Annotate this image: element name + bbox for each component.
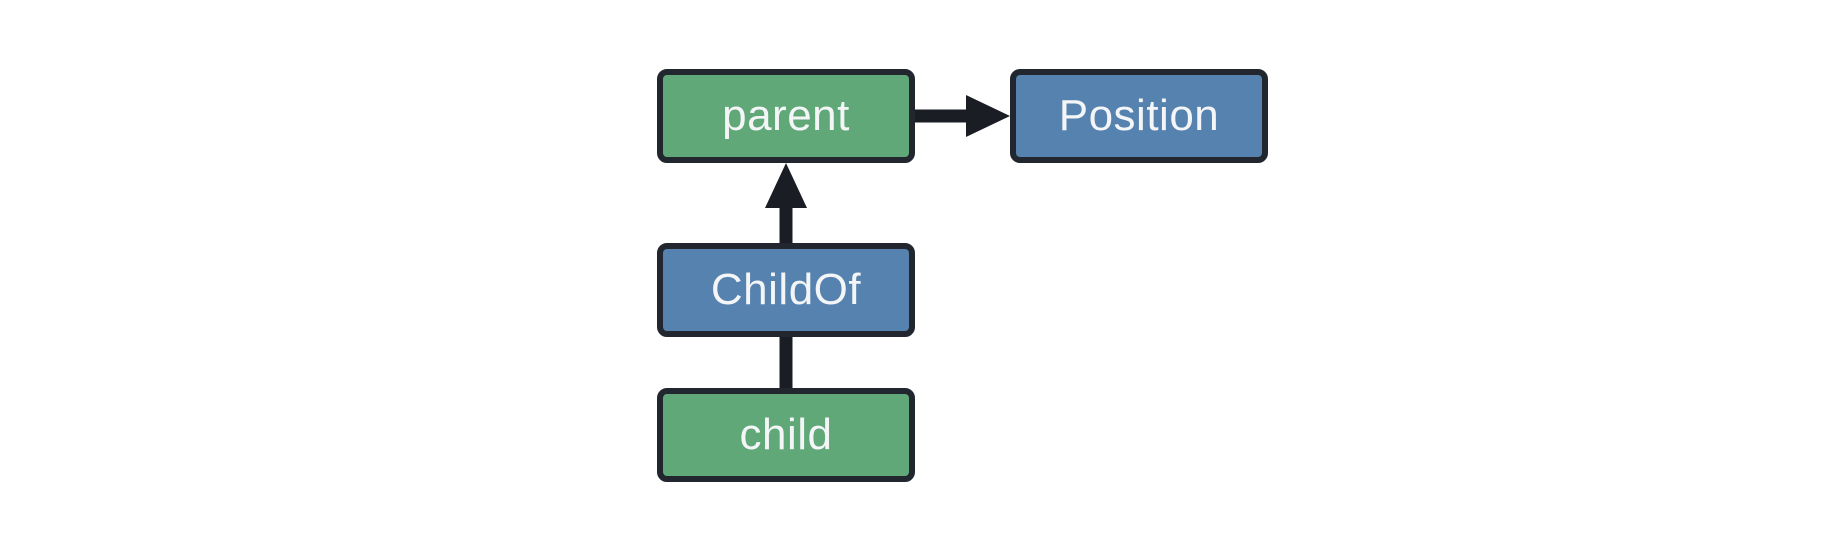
node-position: Position (1010, 69, 1268, 163)
node-childof: ChildOf (657, 243, 915, 337)
arrowhead-right-icon (966, 95, 1010, 137)
node-parent: parent (657, 69, 915, 163)
node-child: child (657, 388, 915, 482)
edge-childof-parent (765, 163, 807, 246)
arrowhead-up-icon (765, 163, 807, 208)
node-position-label: Position (1058, 91, 1220, 140)
edge-parent-position (913, 95, 1010, 137)
node-childof-label: ChildOf (710, 265, 862, 314)
node-parent-label: parent (722, 91, 850, 140)
node-child-label: child (739, 410, 833, 459)
